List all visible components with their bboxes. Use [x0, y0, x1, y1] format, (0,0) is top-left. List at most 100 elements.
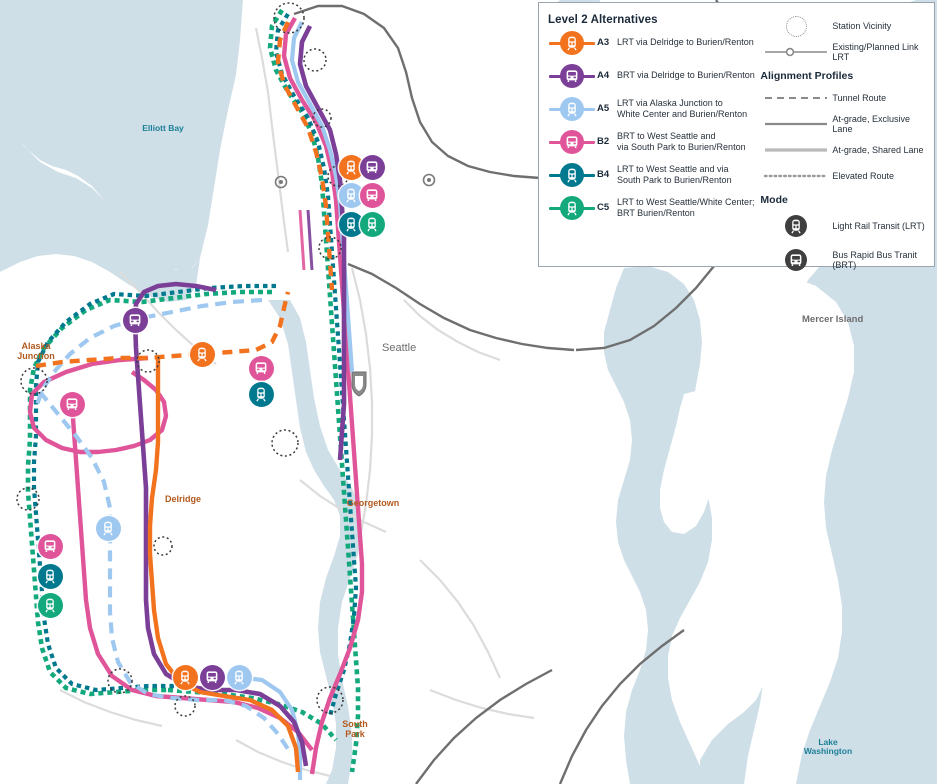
mode-symbol-wrap	[760, 215, 832, 237]
light-rail-icon	[560, 162, 584, 187]
legend-alt-description: LRT to West Seattle/White Center; BRT Bu…	[617, 197, 755, 218]
legend-alt-symbol-c5	[548, 193, 596, 223]
legend-alt-description: BRT to West Seattle and via South Park t…	[617, 131, 746, 152]
station-a4-delridge-north[interactable]	[122, 307, 148, 333]
highway-shield-icon	[351, 371, 367, 397]
legend-profile-label: Tunnel Route	[832, 93, 887, 103]
station-b4-sodo-north[interactable]	[338, 211, 364, 237]
station-a3-duwamish[interactable]	[189, 341, 215, 367]
legend-alt-symbol-b2	[548, 127, 596, 157]
profile-line-icon-dashed	[760, 93, 832, 103]
legend-existing-link-row: Existing/Planned Link LRT	[760, 39, 925, 65]
route-a5-tunnel-west	[34, 297, 263, 409]
legend-alt-symbol-b4	[548, 160, 596, 190]
route-a4-delridge	[132, 319, 309, 767]
route-b2-delridge-spur	[69, 403, 314, 752]
route-a3-delridge-trunk	[147, 358, 301, 773]
legend-title: Level 2 Alternatives	[548, 14, 658, 26]
station-b2-sodo-north[interactable]	[359, 182, 385, 208]
station-a4-burien[interactable]	[199, 664, 225, 690]
light-rail-icon	[560, 30, 584, 55]
profile-line-icon-dotted	[760, 171, 832, 181]
route-a3-tunnel-duwamish	[35, 291, 291, 369]
downtown-trunk-bundle	[298, 209, 314, 271]
station-a4-sodo-north[interactable]	[359, 154, 385, 180]
legend-alt-symbol-a4	[548, 61, 596, 91]
station-vicinity-circles	[16, 2, 349, 717]
map-legend-panel: Level 2 Alternatives A3 LRT via Delridge …	[538, 2, 935, 271]
legend-alt-symbol-a3	[548, 28, 596, 58]
station-b4-sodo-south[interactable]	[248, 381, 274, 407]
light-rail-icon	[560, 96, 584, 121]
station-a5-delridge[interactable]	[95, 515, 121, 541]
bus-icon	[785, 249, 808, 271]
profile-line-icon-solid-light	[760, 145, 832, 155]
legend-alt-code: A4	[597, 70, 610, 81]
legend-station-vicinity-row: Station Vicinity	[760, 13, 925, 39]
station-c5-sodo-north[interactable]	[359, 211, 385, 237]
legend-profile-label: Elevated Route	[832, 171, 894, 181]
route-a5-alignment	[289, 21, 355, 373]
legend-profile-dashed[interactable]: Tunnel Route	[760, 85, 925, 111]
mercer-island-land	[726, 272, 854, 784]
route-c5-south-link	[167, 687, 338, 742]
legend-mode-lrt[interactable]: Light Rail Transit (LRT)	[760, 209, 925, 243]
station-vicinity-icon	[760, 15, 832, 37]
route-c5-west-branch	[25, 289, 272, 697]
station-b4-white-center[interactable]	[37, 563, 63, 589]
existing-link-label: Existing/Planned Link LRT	[832, 42, 919, 62]
legend-alternative-a5[interactable]: A5 LRT via Alaska Junction to White Cente…	[548, 92, 760, 125]
station-b2-alaska-junction[interactable]	[59, 391, 85, 417]
legend-profile-dotted[interactable]: Elevated Route	[760, 163, 925, 189]
route-a3-alignment	[275, 21, 335, 291]
legend-alt-symbol-a5	[548, 94, 596, 124]
legend-mode-brt[interactable]: Bus Rapid Bus Tranit (BRT)	[760, 243, 925, 277]
legend-profile-label: At-grade, Shared Lane	[832, 145, 924, 155]
route-b4-alignment	[273, 12, 359, 717]
route-a5-tunnel-delridge	[38, 390, 292, 754]
elliott-bay-water	[0, 0, 243, 272]
legend-alt-code: C5	[597, 202, 610, 213]
legend-alt-description: BRT via Delridge to Burien/Renton	[617, 70, 755, 81]
station-c5-white-center[interactable]	[37, 592, 63, 618]
profile-line-icon-solid-dark	[760, 119, 832, 129]
mode-title: Mode	[760, 194, 788, 206]
legend-alt-code: B4	[597, 169, 610, 180]
legend-profile-solid-light[interactable]: At-grade, Shared Lane	[760, 137, 925, 163]
legend-alt-code: B2	[597, 136, 610, 147]
legend-mode-label: Light Rail Transit (LRT)	[832, 221, 925, 231]
existing-link-lrt-icon	[760, 46, 832, 58]
light-rail-icon	[560, 195, 584, 220]
legend-alternative-a3[interactable]: A3 LRT via Delridge to Burien/Renton	[548, 26, 760, 59]
existing-link-lrt-line	[274, 173, 436, 189]
legend-profile-solid-dark[interactable]: At-grade, Exclusive Lane	[760, 111, 925, 137]
station-a5-sodo-north[interactable]	[338, 182, 364, 208]
legend-modes-list: Light Rail Transit (LRT) Bus Rapid Bus Tr…	[760, 209, 925, 277]
station-b2-white-center[interactable]	[37, 533, 63, 559]
legend-profile-label: At-grade, Exclusive Lane	[832, 114, 910, 134]
light-rail-icon	[785, 215, 808, 237]
station-vicinity-label: Station Vicinity	[832, 21, 892, 31]
lake-island	[660, 390, 720, 534]
station-a3-burien[interactable]	[172, 664, 198, 690]
route-a5-burien-tail	[238, 674, 303, 780]
station-a3-sodo-north[interactable]	[338, 154, 364, 180]
legend-alt-description: LRT via Delridge to Burien/Renton	[617, 37, 754, 48]
legend-mode-label: Bus Rapid Bus Tranit (BRT)	[832, 250, 917, 270]
station-a5-burien[interactable]	[226, 664, 252, 690]
bus-icon	[560, 129, 584, 154]
legend-alternative-a4[interactable]: A4 BRT via Delridge to Burien/Renton	[548, 59, 760, 92]
station-b2-sodo-south[interactable]	[248, 355, 274, 381]
legend-alt-code: A3	[597, 37, 610, 48]
legend-alt-code: A5	[597, 103, 610, 114]
legend-alternative-c5[interactable]: C5 LRT to West Seattle/White Center; BRT …	[548, 191, 760, 224]
route-b4-west-branch	[31, 283, 276, 693]
legend-alt-description: LRT via Alaska Junction to White Center …	[617, 98, 748, 119]
duwamish-waterway	[268, 300, 362, 784]
legend-alternative-b2[interactable]: B2 BRT to West Seattle and via South Park…	[548, 125, 760, 158]
alignment-profiles-title: Alignment Profiles	[760, 70, 854, 82]
